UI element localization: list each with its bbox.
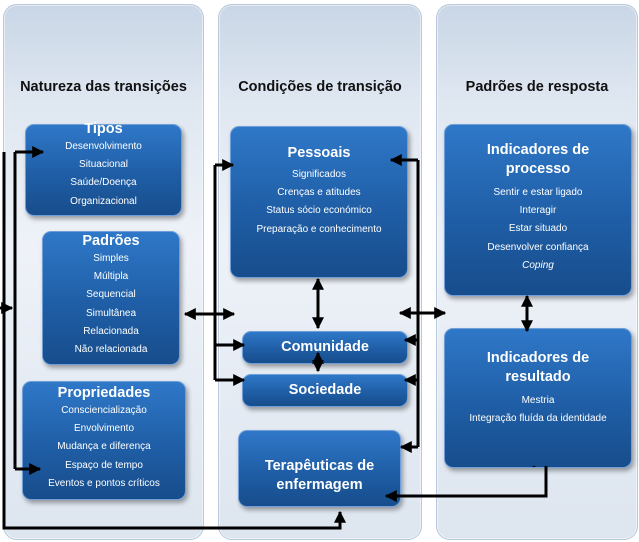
tipos-item: Saúde/Doença	[70, 177, 137, 189]
indicadores-processo-item-coping: Coping	[522, 259, 554, 271]
box-pessoais-title: Pessoais	[287, 145, 351, 161]
pessoais-item: Status sócio económico	[266, 205, 372, 217]
indicadores-processo-title-line1: Indicadores de	[486, 142, 590, 158]
padroes-item: Relacionada	[83, 325, 139, 337]
indicadores-processo-item: Desenvolver confiança	[487, 241, 589, 253]
padroes-item: Simples	[93, 253, 129, 264]
terapeuticas-title-line1: Terapêuticas de	[264, 458, 375, 474]
indicadores-processo-title-line2: processo	[505, 161, 571, 177]
arrow-resultado-terapeuticas	[384, 466, 548, 502]
indicadores-resultado-item: Integração fluída da identidade	[469, 413, 607, 425]
box-tipos: Tipos Desenvolvimento Situacional Saúde/…	[25, 121, 182, 216]
indicadores-processo-item: Estar situado	[508, 223, 568, 235]
box-padroes: Padrões Simples Múltipla Sequencial Simu…	[42, 231, 180, 365]
pessoais-item: Significados	[292, 169, 346, 180]
box-indicadores-resultado: Indicadores de resultado Mestria Integra…	[444, 328, 632, 468]
box-tipos-title: Tipos	[84, 121, 123, 137]
arrow-bottom-loop	[2, 152, 346, 530]
box-padroes-title: Padrões	[82, 233, 140, 249]
box-sociedade-title: Sociedade	[288, 382, 362, 398]
padroes-item: Múltipla	[93, 271, 129, 283]
box-sociedade: Sociedade	[242, 374, 408, 407]
box-propriedades: Propriedades Consciencialização Envolvim…	[22, 381, 186, 500]
tipos-item: Desenvolvimento	[65, 141, 142, 152]
box-comunidade: Comunidade	[242, 331, 408, 364]
column-title-natureza: Natureza das transições	[20, 79, 187, 95]
tipos-item: Organizacional	[70, 195, 137, 207]
padroes-item: Não relacionada	[74, 344, 148, 356]
padroes-item: Simultânea	[85, 307, 137, 319]
indicadores-processo-item: Interagir	[519, 205, 557, 217]
column-title-condicoes: Condições de transição	[238, 79, 402, 95]
propriedades-item: Eventos e pontos críticos	[48, 477, 160, 489]
propriedades-item: Mudança e diferença	[57, 441, 151, 453]
box-comunidade-title: Comunidade	[281, 339, 369, 355]
padroes-item: Sequencial	[86, 289, 136, 301]
box-terapeuticas-enfermagem: Terapêuticas de enfermagem	[238, 430, 401, 507]
pessoais-item: Crenças e atitudes	[277, 187, 361, 199]
box-indicadores-processo: Indicadores de processo Sentir e estar l…	[444, 124, 632, 296]
indicadores-resultado-item: Mestria	[521, 395, 555, 406]
box-pessoais: Pessoais Significados Crenças e atitudes…	[230, 126, 408, 278]
indicadores-resultado-title-line2: resultado	[505, 369, 571, 385]
box-propriedades-title: Propriedades	[57, 385, 151, 401]
indicadores-processo-item: Sentir e estar ligado	[493, 187, 583, 198]
propriedades-item: Consciencialização	[61, 405, 147, 416]
terapeuticas-title-line2: enfermagem	[276, 477, 363, 493]
propriedades-item: Envolvimento	[73, 423, 135, 435]
tipos-item: Situacional	[79, 159, 128, 171]
propriedades-item: Espaço de tempo	[65, 459, 143, 471]
pessoais-item: Preparação e conhecimento	[256, 223, 382, 235]
indicadores-resultado-title-line1: Indicadores de	[486, 350, 590, 366]
column-title-padroes-resposta: Padrões de resposta	[465, 79, 609, 95]
